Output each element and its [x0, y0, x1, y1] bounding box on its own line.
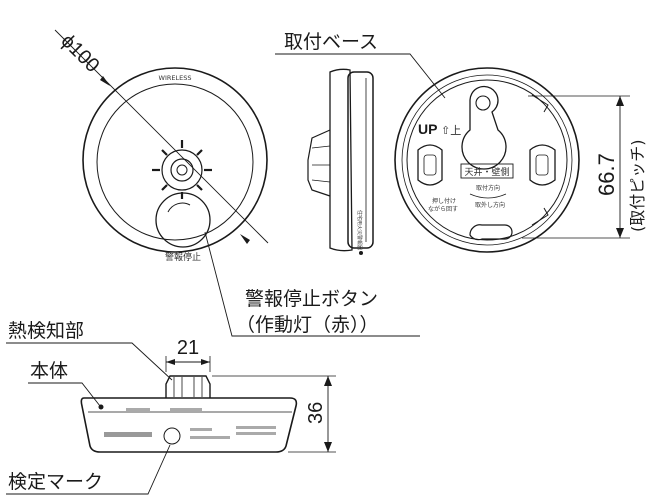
- stop-label: 警報停止: [165, 251, 201, 263]
- inspection-mark: [163, 427, 181, 445]
- inspection-mark-label: 検定マーク: [8, 471, 103, 493]
- front-inner-rim: [96, 83, 254, 241]
- up-arrow: ⇧上: [441, 124, 461, 137]
- pitch-dimension: 66.7 (取付ピッチ): [522, 95, 647, 239]
- remove-direction-text: 取外し方向: [475, 201, 505, 209]
- pitch-label: (取付ピッチ): [628, 140, 647, 233]
- button-highlight: [167, 202, 191, 213]
- profile-body: [80, 397, 298, 453]
- side-label: 住宅用火災警報器: [356, 210, 363, 250]
- ceiling-wall-text: 天井・壁側: [464, 166, 509, 178]
- side-body: [347, 71, 374, 249]
- bottom-profile-view: [80, 375, 298, 453]
- sensor-width-value: 21: [177, 337, 199, 359]
- mounting-base-view: UP ⇧上 天井・壁側 取付方向 取外し方向 押し付け ながら回す: [394, 67, 580, 253]
- profile-sensor: [165, 375, 211, 398]
- diameter-dim-line: [54, 29, 269, 244]
- right-clip: [529, 144, 556, 186]
- front-heat-sensor: [152, 140, 212, 199]
- stop-button-label-2: （作動灯（赤））: [236, 314, 379, 336]
- body-label: 本体: [30, 360, 68, 382]
- front-view: WIRELESS 警報停止 ϕ100: [54, 29, 269, 263]
- heat-sensor-callout: 熱検知部: [6, 320, 173, 381]
- height-dimension: 36: [212, 375, 336, 453]
- base-outer-rim: [394, 67, 580, 253]
- base-callout: 取付ベース: [275, 31, 446, 99]
- wireless-label: WIRELESS: [159, 74, 192, 82]
- keyhole: [461, 85, 507, 170]
- body-callout: 本体: [28, 360, 101, 407]
- base-inner-ring: [406, 79, 568, 241]
- side-sensor: [307, 129, 331, 197]
- pitch-value: 66.7: [594, 153, 619, 196]
- base-label: 取付ベース: [284, 31, 378, 53]
- inspection-mark-callout: 検定マーク: [6, 444, 171, 495]
- height-value: 36: [305, 402, 327, 424]
- bottom-slot: [469, 224, 513, 241]
- left-clip: [417, 144, 443, 186]
- stop-button-callout: 警報停止ボタン （作動灯（赤））: [204, 231, 420, 337]
- push-turn-2: ながら回す: [428, 205, 458, 213]
- push-turn-1: 押し付け: [432, 197, 456, 205]
- alarm-stop-button: [155, 192, 211, 248]
- diameter-label: ϕ100: [56, 30, 103, 77]
- front-outer-rim: [82, 67, 268, 253]
- mount-direction-text: 取付方向: [476, 184, 500, 192]
- sensor-width-dimension: 21: [165, 337, 211, 372]
- up-text: UP: [418, 121, 437, 137]
- heat-sensor-label: 熱検知部: [8, 320, 84, 342]
- side-view: 住宅用火災警報器: [307, 68, 374, 255]
- stop-button-label-1: 警報停止ボタン: [245, 288, 378, 310]
